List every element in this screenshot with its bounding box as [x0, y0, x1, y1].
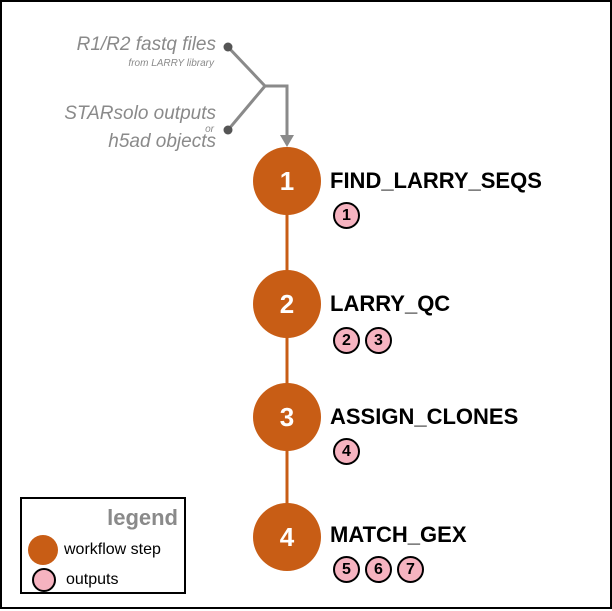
input-b-dot	[223, 125, 233, 135]
step-label: LARRY_QC	[330, 291, 451, 316]
input-to-step-line	[265, 84, 289, 137]
step-label: MATCH_GEX	[330, 522, 467, 547]
step-label: ASSIGN_CLONES	[330, 404, 519, 429]
workflow-step-node: 2	[253, 270, 321, 338]
legend-output-label: outputs	[66, 571, 119, 588]
output-badge: 6	[365, 556, 392, 583]
input-or-label: or	[205, 124, 214, 135]
legend-output-swatch	[32, 568, 56, 592]
input-b-label-line2: h5ad objects	[108, 131, 216, 152]
legend-row-step: workflow step	[28, 535, 161, 565]
input-a-sublabel: from LARRY library	[128, 58, 214, 69]
legend-step-swatch	[28, 535, 58, 565]
input-arrowhead	[280, 135, 294, 147]
output-badge: 3	[365, 327, 392, 354]
output-badge: 1	[333, 202, 360, 229]
input-a-label: R1/R2 fastq files	[76, 34, 216, 55]
legend-step-label: workflow step	[64, 541, 161, 558]
legend-box: legend workflow step outputs	[20, 497, 186, 594]
input-a-dot	[223, 42, 233, 52]
workflow-step-node: 3	[253, 383, 321, 451]
input-b-label-line1: STARsolo outputs	[64, 103, 216, 124]
step-outputs: 1	[333, 202, 360, 229]
legend-title: legend	[107, 505, 178, 530]
step-outputs: 5 6 7	[333, 556, 424, 583]
workflow-step-node: 1	[253, 147, 321, 215]
step-outputs: 4	[333, 438, 360, 465]
legend-row-output: outputs	[28, 568, 118, 592]
output-badge: 5	[333, 556, 360, 583]
output-badge: 4	[333, 438, 360, 465]
output-badge: 7	[397, 556, 424, 583]
output-badge: 2	[333, 327, 360, 354]
input-merge-line	[226, 45, 268, 131]
step-label: FIND_LARRY_SEQS	[330, 168, 542, 193]
step-outputs: 2 3	[333, 327, 392, 354]
workflow-step-node: 4	[253, 503, 321, 571]
